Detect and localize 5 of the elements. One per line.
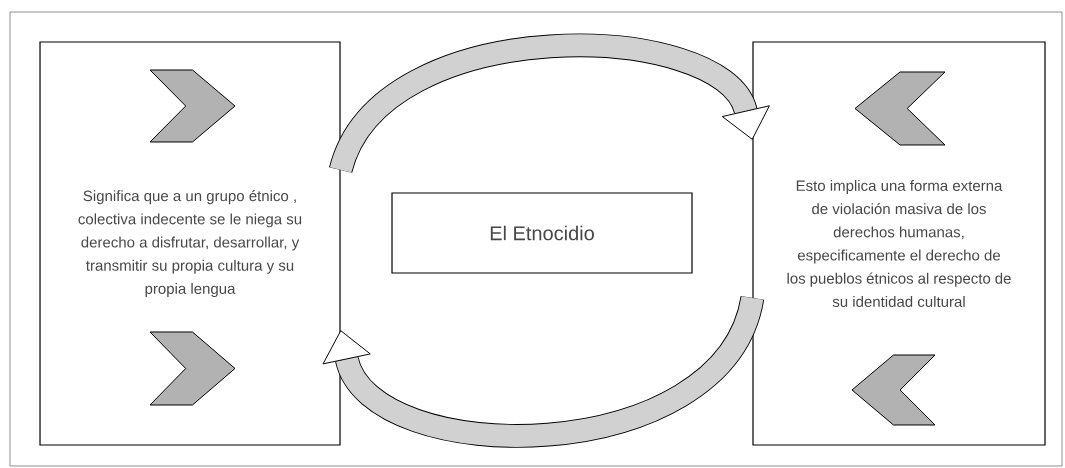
text-box: Significa que a un grupo étnico , colectiva indecente se le niega su derecho a disfrutar, desarrollar, y transmitir su propia cultura y su propia lengua (39, 41, 341, 446)
text-box: Esto implica una forma externa de violación masiva de los derechos humanas, especificamente el derecho de los pueblos étnicos al respecto de su identidad cultural (752, 41, 1046, 446)
text-box: El Etnocidio (391, 192, 693, 274)
curved-arrow (329, 34, 770, 175)
curved-arrow (322, 294, 764, 448)
